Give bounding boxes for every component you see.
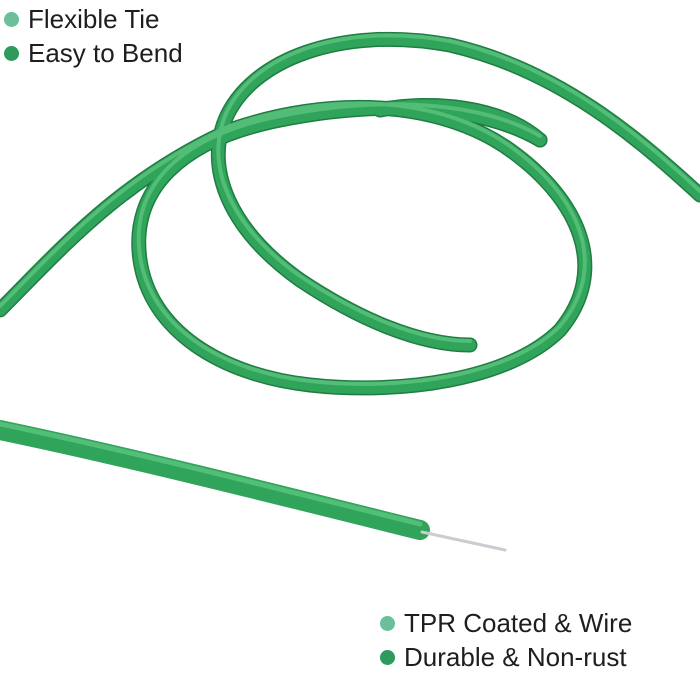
top-feature-list: Flexible Tie Easy to Bend [4, 2, 183, 70]
feature-item-easy-to-bend: Easy to Bend [4, 36, 183, 70]
light-green-dot-icon [4, 11, 19, 27]
dark-green-dot-icon [380, 649, 395, 665]
light-green-dot-icon [380, 615, 395, 631]
feature-label: Durable & Non-rust [404, 641, 627, 672]
wire-coil [0, 31, 700, 552]
metal-core [420, 530, 507, 552]
feature-label: Easy to Bend [28, 37, 183, 68]
feature-item-flexible-tie: Flexible Tie [4, 2, 183, 36]
feature-label: Flexible Tie [28, 3, 160, 34]
bottom-feature-list: TPR Coated & Wire Durable & Non-rust [380, 606, 632, 674]
dark-green-dot-icon [4, 45, 19, 61]
feature-item-durable: Durable & Non-rust [380, 640, 632, 674]
wire-end [0, 420, 430, 540]
feature-item-tpr-coated: TPR Coated & Wire [380, 606, 632, 640]
feature-label: TPR Coated & Wire [404, 607, 633, 638]
